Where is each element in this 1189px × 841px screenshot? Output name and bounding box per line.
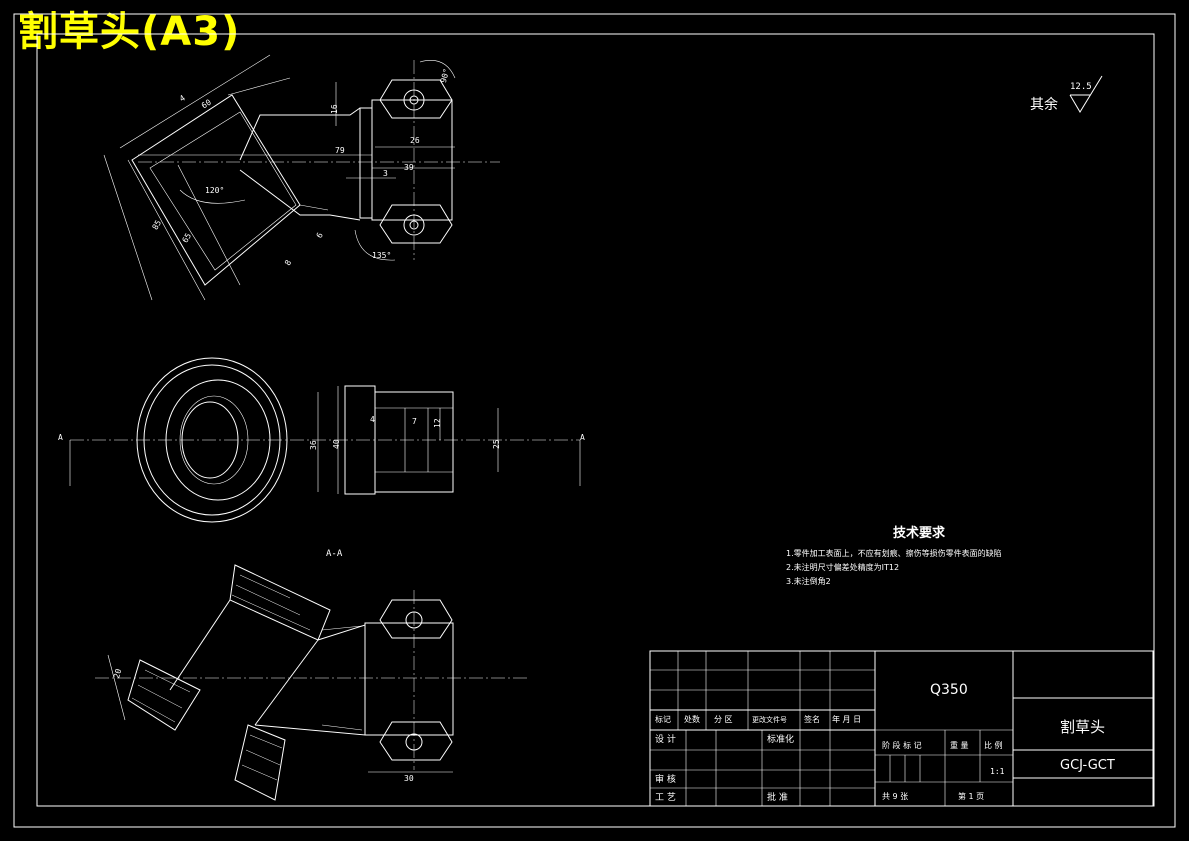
dim-6: 6 <box>315 231 325 240</box>
dim-4: 4 <box>178 93 187 103</box>
inner-border <box>36 33 1155 807</box>
top-view: 16 60 26 79 39 3 85 65 8 120° 135° 90° 4… <box>103 54 500 301</box>
tb-scale: 1:1 <box>990 767 1005 776</box>
dim-7: 7 <box>412 417 417 426</box>
tb-standardize: 标准化 <box>767 733 794 745</box>
dim-26: 26 <box>410 136 420 145</box>
front-view: A A 36 40 4 7 12 25 <box>58 357 585 523</box>
dim-36: 36 <box>309 440 318 450</box>
section-view: A-A 20 30 <box>95 549 530 801</box>
tb-col-date: 年 月 日 <box>832 714 861 724</box>
dim-angle-120: 120° <box>205 186 224 195</box>
dim-3: 3 <box>383 169 388 178</box>
page-title: 割草头(A3) <box>18 9 241 55</box>
tech-item-3: 3.未注倒角2 <box>786 576 831 586</box>
dim-8: 8 <box>283 258 293 267</box>
dim-79: 79 <box>335 146 345 155</box>
dim-40: 40 <box>332 439 341 449</box>
tb-sheets-total: 共 9 张 <box>882 792 908 801</box>
tb-stage: 阶 段 标 记 <box>882 740 922 750</box>
tb-col-count: 处数 <box>684 714 700 724</box>
dim-25: 25 <box>492 439 501 449</box>
tb-approve: 批 准 <box>767 791 788 803</box>
section-mark-left: A <box>58 433 63 442</box>
dim-angle-135: 135° <box>372 251 391 260</box>
dim-85: 85 <box>151 218 164 231</box>
dim-39: 39 <box>404 163 414 172</box>
tech-item-2: 2.未注明尺寸偏差处精度为IT12 <box>786 562 899 572</box>
tb-review: 审 核 <box>655 773 676 785</box>
tb-col-zone: 分 区 <box>714 715 733 724</box>
tb-sheet-no: 第 1 页 <box>958 791 984 801</box>
title-block: 标记 处数 分 区 更改文件号 签名 年 月 日 设 计 标准化 审 核 工 艺… <box>649 650 1154 807</box>
tb-col-sign: 签名 <box>804 714 820 724</box>
roughness-label: 其余 <box>1030 96 1058 113</box>
tb-scale-label: 比 例 <box>984 740 1003 750</box>
dim-angle-90: 90° <box>439 68 451 84</box>
dim-4b: 4 <box>370 415 375 424</box>
tb-weight: 重 量 <box>950 740 969 750</box>
tech-item-1: 1.零件加工表面上，不应有划痕、擦伤等损伤零件表面的缺陷 <box>786 548 1002 558</box>
dim-16: 16 <box>330 104 339 114</box>
dim-30: 30 <box>404 774 414 783</box>
outer-border <box>13 13 1176 828</box>
tb-col-mark: 标记 <box>655 714 671 724</box>
tb-col-docno: 更改文件号 <box>752 715 787 724</box>
tech-heading: 技术要求 <box>893 525 946 541</box>
tb-part-name: 割草头 <box>1060 718 1105 736</box>
dim-12: 12 <box>433 418 442 428</box>
section-mark-right: A <box>580 433 585 442</box>
dim-20: 20 <box>112 668 123 680</box>
tb-drawing-no: GCJ-GCT <box>1060 758 1115 773</box>
section-label: A-A <box>326 549 343 559</box>
tb-process: 工 艺 <box>655 792 676 803</box>
tb-material: Q350 <box>930 682 968 698</box>
tech-requirements: 技术要求 1.零件加工表面上，不应有划痕、擦伤等损伤零件表面的缺陷 2.未注明尺… <box>786 525 1002 586</box>
dim-65: 65 <box>181 231 194 244</box>
roughness-value: 12.5 <box>1070 82 1092 92</box>
roughness-symbol: 其余 12.5 <box>1030 75 1103 113</box>
tb-design: 设 计 <box>655 733 676 745</box>
dim-60: 60 <box>200 98 213 111</box>
